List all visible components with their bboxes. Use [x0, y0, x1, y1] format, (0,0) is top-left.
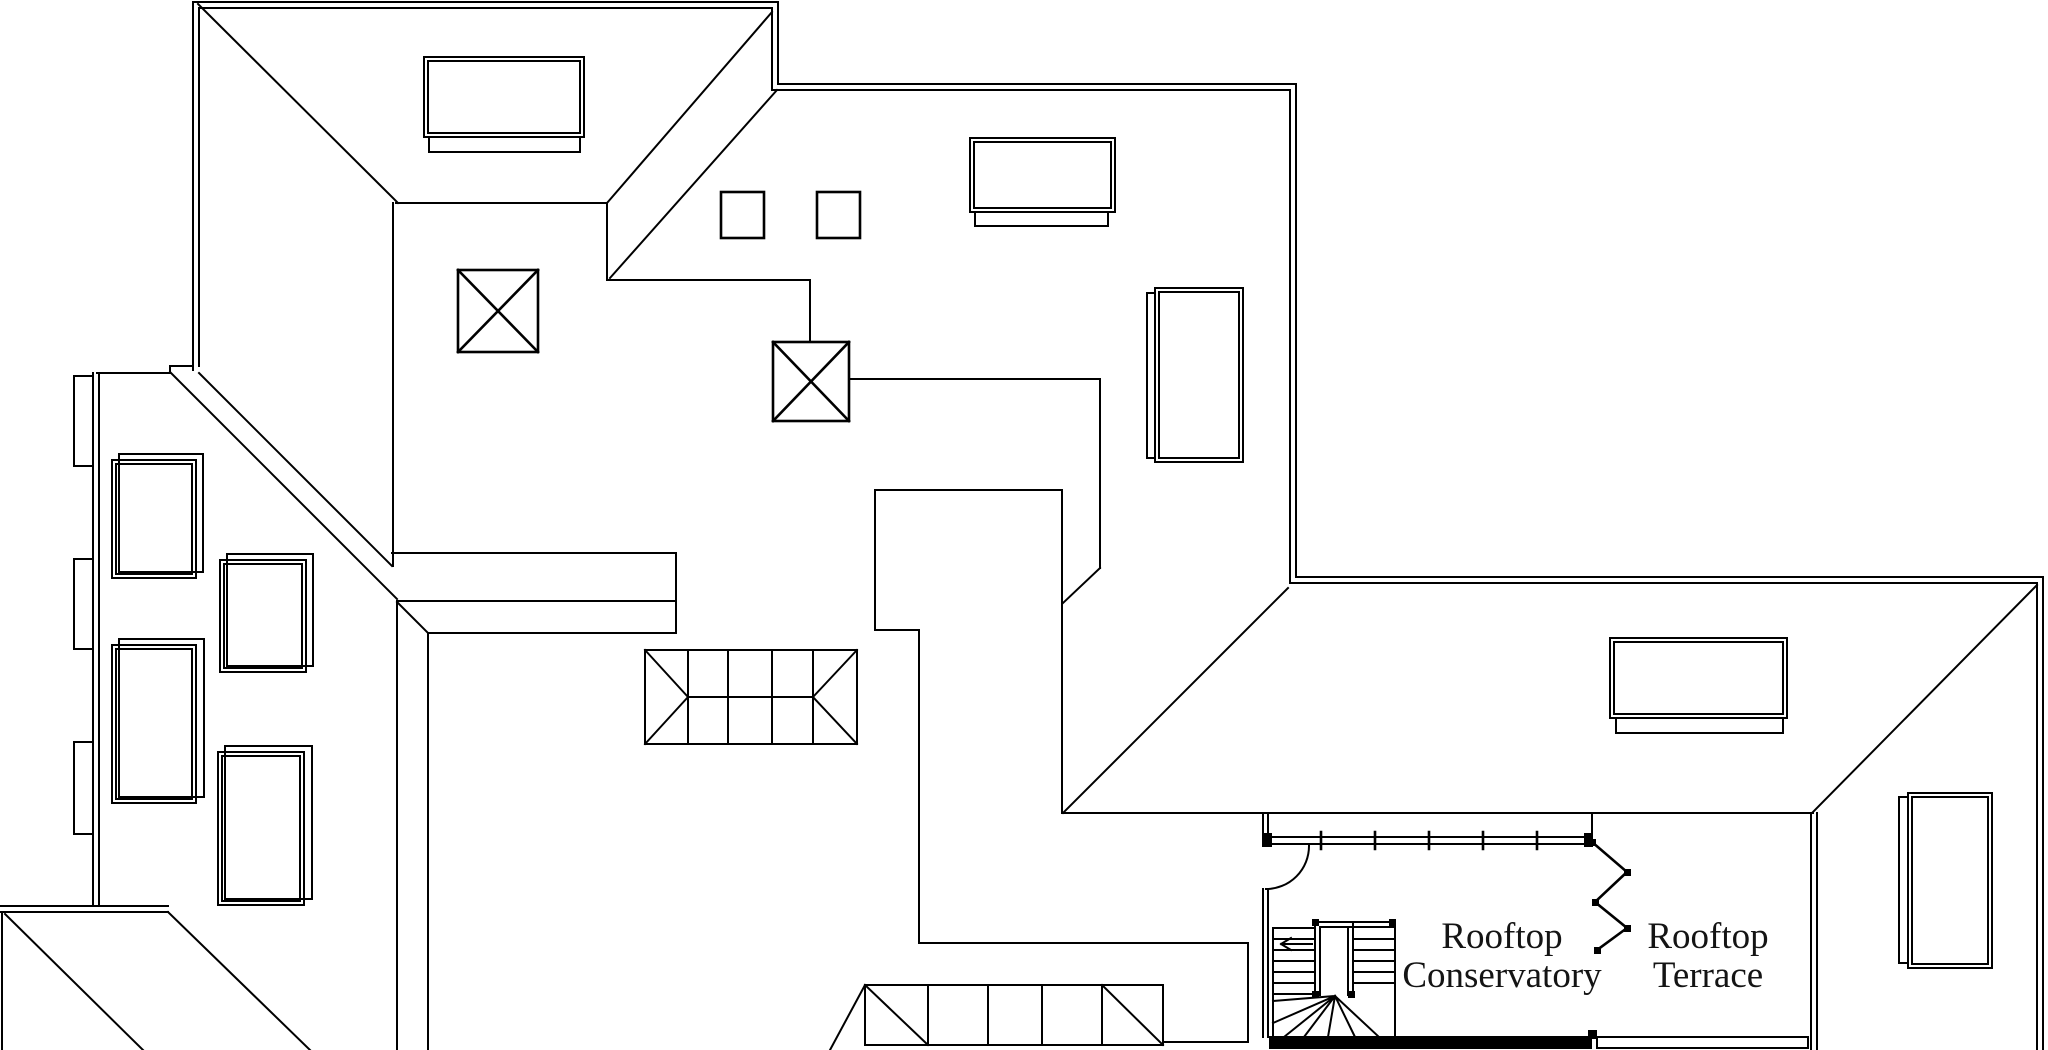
- middle-roof-block: [606, 83, 1297, 1043]
- roof-lantern-2: [828, 983, 1165, 1050]
- skylight-east-slope: [1898, 792, 1993, 969]
- skylight-right-wing: [1609, 637, 1788, 734]
- winder-stair: [1271, 919, 1396, 1039]
- door-swing-arc: [1264, 844, 1311, 891]
- skylight-middle: [969, 137, 1116, 227]
- stair-direction-arrow-icon: [1279, 936, 1313, 952]
- terrace-label-line1: Rooftop: [1647, 916, 1768, 957]
- left-roof-block: [168, 1, 779, 601]
- glazing-mullion-ticks: [1263, 830, 1593, 851]
- rooftop-terrace: [1589, 839, 1809, 1049]
- dormer-1: [111, 453, 204, 579]
- dormer-2: [111, 638, 205, 804]
- roof-vent-1-icon: [719, 190, 766, 240]
- link-roof: [391, 552, 677, 1050]
- chimney-2-icon: [771, 340, 851, 423]
- wall-tab-3: [73, 741, 94, 835]
- bottom-left-roof: [0, 905, 312, 1050]
- south-wall: [1269, 1036, 1592, 1049]
- roof-box-1: [219, 553, 314, 673]
- terrace-label-line2: Terrace: [1653, 955, 1763, 996]
- conservatory-label-line1: Rooftop: [1441, 916, 1562, 957]
- right-roof-wing: [1061, 576, 2044, 1050]
- chimney-1-icon: [456, 268, 540, 354]
- left-dormer-strip: [73, 372, 205, 907]
- break-line-zigzag: [1589, 839, 1631, 954]
- skylight-topleft: [423, 56, 585, 153]
- roof-box-2: [217, 745, 313, 906]
- rooftop-conservatory: [1262, 812, 1597, 1049]
- wall-tab-1: [73, 375, 94, 467]
- wall-tab-2: [73, 558, 94, 650]
- room-labels: Rooftop Conservatory Rooftop Terrace: [1402, 916, 1768, 996]
- roof-lantern-1: [643, 648, 859, 746]
- roof-vent-2-icon: [815, 190, 862, 240]
- conservatory-label-line2: Conservatory: [1402, 955, 1602, 996]
- skylight-middle-east: [1146, 287, 1244, 463]
